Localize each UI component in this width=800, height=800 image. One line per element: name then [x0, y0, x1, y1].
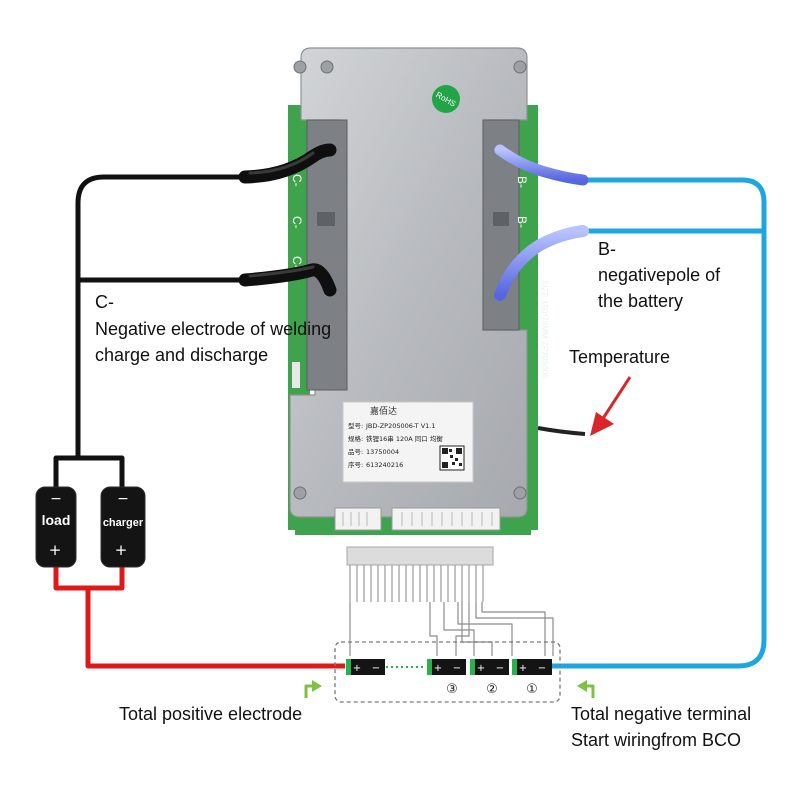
board-vertical-print: SIZE 150*78MM ZP20S006	[540, 280, 549, 379]
total-negative-label-line-1: Total negative terminal	[571, 704, 752, 724]
label-row-value: 铁锂16串 120A 同口 均衡	[366, 434, 443, 443]
cell-order-label: ③	[446, 682, 458, 697]
load-pos-symbol: +	[49, 541, 62, 559]
red-wire-positive	[53, 563, 345, 669]
terminal-b-minus-2: B-	[515, 216, 529, 228]
main-balance-connector	[391, 507, 501, 531]
c-minus-desc-line-2: charge and discharge	[95, 345, 269, 365]
cell-plus-label: +	[519, 663, 527, 674]
c-minus-busbar	[306, 119, 348, 391]
positive-start-arrow-icon	[304, 680, 322, 698]
label-row-key: 规格:	[348, 434, 363, 443]
cell-order-label: ①	[526, 682, 538, 697]
cell-2[interactable]: + − ②	[470, 659, 509, 697]
c-minus-title: C-	[95, 292, 114, 312]
label-row-value: 613240216	[366, 461, 403, 469]
black-wire-c-minus	[53, 174, 245, 490]
blue-cable-b-minus-upper	[494, 144, 589, 186]
balance-harness	[346, 546, 554, 656]
battery-group-outline	[334, 641, 561, 703]
label-brand: 嘉佰达	[370, 405, 397, 417]
temperature-sensor-wire	[537, 426, 586, 436]
black-cable-c-minus-upper	[238, 143, 337, 184]
cell-order-label: ②	[486, 682, 498, 697]
cell-minus-label: −	[538, 663, 546, 674]
cell-plus-label: +	[477, 663, 485, 674]
c-minus-desc-line-1: Negative electrode of welding	[95, 319, 332, 339]
temperature-label: Temperature	[569, 347, 671, 367]
rohs-badge: RoHS	[432, 85, 460, 113]
blue-cable-b-minus-lower	[494, 225, 589, 301]
product-label-card: 嘉佰达 型号: JBD-ZP20S006-T V1.1 规格: 铁锂16串 12…	[342, 401, 474, 483]
qr-code-icon	[439, 445, 465, 471]
temperature-arrow	[590, 376, 632, 436]
cell-minus-label: −	[496, 663, 504, 674]
bms-board[interactable]: C- C- C- B- B- SIZE 150*78MM ZP20S006 Ro…	[288, 47, 549, 535]
black-cable-c-minus-lower	[238, 263, 337, 297]
cell-3[interactable]: + − ③	[427, 659, 466, 697]
terminal-c-minus-1: C-	[290, 174, 304, 187]
cell-plus-label: +	[353, 663, 361, 674]
label-row-value: JBD-ZP20S006-T V1.1	[365, 422, 435, 430]
load-label: load	[42, 512, 71, 528]
terminal-c-minus-3: C-	[290, 256, 304, 269]
negative-start-arrow-icon	[577, 680, 595, 698]
label-row-key: 型号:	[348, 421, 363, 430]
label-row-key: 品号:	[348, 448, 363, 456]
total-positive-label: Total positive electrode	[119, 704, 303, 724]
small-balance-connector	[334, 507, 382, 531]
charger-pos-symbol: +	[115, 541, 128, 559]
label-row-value: 13750004	[366, 448, 399, 456]
terminal-c-minus-2: C-	[290, 216, 304, 229]
cell-minus-label: −	[372, 663, 380, 674]
b-minus-desc-line-1: negativepole of	[598, 265, 721, 285]
cell-minus-label: −	[453, 663, 461, 674]
charger-device[interactable]	[100, 486, 146, 568]
charger-label: charger	[103, 517, 144, 529]
load-neg-symbol: −	[50, 491, 62, 507]
label-row-key: 序号:	[348, 460, 363, 469]
first-cell[interactable]: + −	[346, 659, 385, 675]
charger-neg-symbol: −	[117, 491, 129, 507]
terminal-b-minus-1: B-	[515, 176, 529, 188]
cell-plus-label: +	[434, 663, 442, 674]
cell-1[interactable]: + − ①	[512, 659, 552, 697]
load-device[interactable]	[35, 486, 77, 568]
blue-wire-b-minus	[552, 177, 767, 669]
b-minus-title: B-	[598, 239, 616, 259]
aluminum-cover-plate	[289, 47, 528, 518]
total-negative-label-line-2: Start wiringfrom BCO	[571, 730, 742, 750]
b-minus-desc-line-2: the battery	[598, 291, 684, 311]
